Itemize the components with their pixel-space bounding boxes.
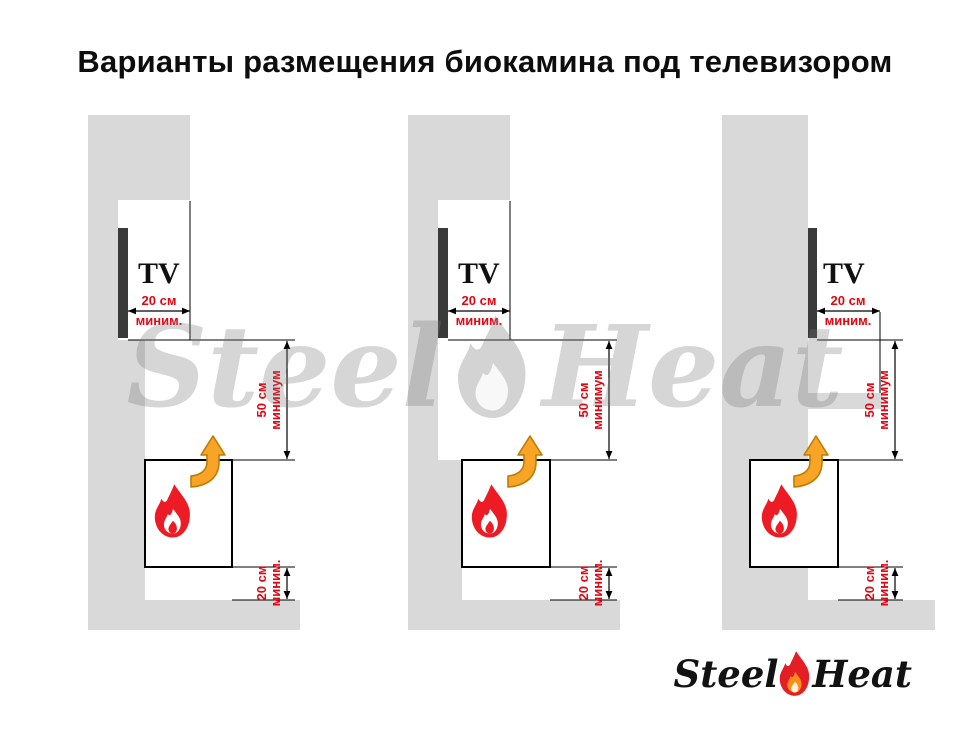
flame-icon [471, 484, 507, 538]
logo-flame-icon [780, 651, 810, 696]
dimension-label: 50 см [576, 383, 591, 418]
dimension-label: миним. [136, 313, 183, 328]
logo-heat-text: Heat [812, 651, 912, 696]
dimension-50cm-height: 50 см минимум [576, 341, 613, 459]
brand-logo: Steel Heat [673, 650, 912, 698]
wall-lower [408, 460, 462, 600]
dimension-20cm-bottom: 20 см миним. [254, 560, 291, 607]
dimension-label: 50 см [254, 383, 269, 418]
heat-flow-arrow-icon [793, 435, 829, 488]
dimension-label: минимум [876, 370, 891, 430]
dimension-label: миним. [876, 560, 891, 607]
tv-screen [118, 228, 128, 338]
wall-bottom-shelf [88, 600, 300, 630]
wall-structure [88, 115, 300, 630]
dimension-20cm-depth: 20 см миним. [128, 293, 190, 328]
dimension-label: минимум [268, 370, 283, 430]
flame-icon [761, 484, 797, 538]
wall-bottom-shelf [722, 600, 935, 630]
dimension-50cm-height: 50 см минимум [254, 341, 291, 459]
dimension-label: миним. [825, 313, 872, 328]
wall-top-block [408, 115, 510, 200]
wall-lower [88, 340, 145, 600]
tv-label: TV [823, 257, 865, 290]
heat-flow-arrow-icon [507, 435, 543, 488]
dimension-label: миним. [268, 560, 283, 607]
dimension-label: 20 см [254, 566, 269, 601]
wall-bottom-shelf [408, 600, 620, 630]
dimension-20cm-depth: 20 см миним. [448, 293, 510, 328]
wall-tv-niche-back [88, 200, 118, 340]
dimension-20cm-bottom: 20 см миним. [576, 560, 613, 607]
wall-middle [408, 340, 438, 460]
mantel-shelf [808, 393, 882, 409]
tv-screen [808, 228, 817, 338]
dimension-label: 50 см [862, 383, 877, 418]
wall-top-block [88, 115, 190, 200]
flame-icon [154, 484, 190, 538]
dimension-label: 20 см [142, 293, 177, 308]
fireplace-layout-variant-2: TV 20 см миним. 50 см минимум [408, 115, 620, 630]
tv-screen [438, 228, 448, 338]
dimension-label: миним. [590, 560, 605, 607]
fireplace-layout-variant-1: TV 20 см миним. 50 см минимум [88, 115, 300, 630]
dimension-20cm-bottom: 20 см миним. [862, 560, 899, 607]
dimension-label: 20 см [831, 293, 866, 308]
dimension-20cm-depth: 20 см миним. [817, 293, 880, 328]
heat-flow-arrow-icon [190, 435, 226, 488]
dimension-50cm-height: 50 см минимум [862, 341, 899, 459]
wall-tv-niche-back [408, 200, 438, 340]
tv-label: TV [138, 257, 180, 290]
dimension-label: 20 см [862, 566, 877, 601]
logo-steel-text: Steel [673, 651, 779, 696]
dimension-label: миним. [456, 313, 503, 328]
dimension-label: минимум [590, 370, 605, 430]
dimension-label: 20 см [576, 566, 591, 601]
wall-structure [408, 115, 620, 630]
fireplace-layout-variant-3: TV 20 см миним. 50 см минимум [722, 115, 935, 630]
page-title: Варианты размещения биокамина под телеви… [77, 44, 893, 79]
dimension-label: 20 см [462, 293, 497, 308]
tv-label: TV [458, 257, 500, 290]
